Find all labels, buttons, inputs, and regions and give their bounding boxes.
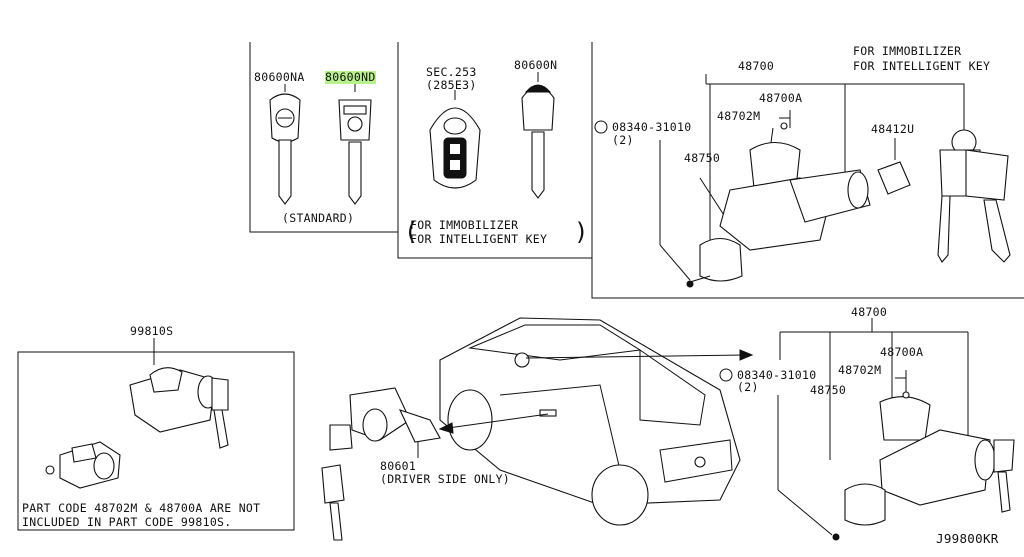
key-80600n-drawing <box>521 72 555 199</box>
part-label-bolt-bottom: 08340-31010 <box>737 368 817 382</box>
key-80600nd-drawing <box>338 84 372 205</box>
frame-lock-set <box>17 351 295 531</box>
ignition-set-bottom-drawing <box>777 318 1015 541</box>
label-sec253: SEC.253 <box>426 65 477 79</box>
paren-right: ) <box>574 218 589 246</box>
frame-immobilizer-set <box>591 42 1024 299</box>
part-label-48700a-bottom: 48700A <box>880 345 924 359</box>
car-drawing <box>439 317 741 526</box>
part-label-48702m-top: 48702M <box>717 109 761 123</box>
key-80600na-drawing <box>269 84 301 205</box>
part-label-80600nd[interactable]: 80600ND <box>325 70 376 84</box>
label-driver-side-only: (DRIVER SIDE ONLY) <box>380 472 511 486</box>
label-for-intelligent-key-right: FOR INTELLIGENT KEY <box>853 59 991 73</box>
frame-immobilizer-keys <box>397 42 592 259</box>
part-label-bolt-top: 08340-31010 <box>612 120 692 134</box>
lock-set-99810s-drawing <box>45 338 229 489</box>
label-for-immobilizer-right: FOR IMMOBILIZER <box>853 44 962 58</box>
part-label-80600n: 80600N <box>514 58 558 72</box>
part-label-48700a-top: 48700A <box>759 91 803 105</box>
frame-standard-keys <box>249 42 398 233</box>
part-label-bolt-qty-bottom: (2) <box>737 380 759 394</box>
part-label-48750-bottom: 48750 <box>810 383 847 397</box>
note-line-1: PART CODE 48702M & 48700A ARE NOT <box>22 501 261 515</box>
leader-arrows <box>438 349 754 434</box>
paren-left: ( <box>404 218 419 246</box>
immobilizer-ignition-set-drawing <box>659 74 1011 288</box>
note-line-2: INCLUDED IN PART CODE 99810S. <box>22 515 232 529</box>
part-label-80600na: 80600NA <box>254 70 305 84</box>
part-label-48750-top: 48750 <box>684 151 721 165</box>
part-label-99810s: 99810S <box>130 324 174 338</box>
intelligent-key-fob-drawing <box>429 90 481 189</box>
part-label-80601: 80601 <box>380 459 417 473</box>
label-for-intelligent-key-left: FOR INTELLIGENT KEY <box>410 232 548 246</box>
part-label-48700-bottom: 48700 <box>851 305 888 319</box>
label-standard: (STANDARD) <box>282 211 355 225</box>
label-for-immobilizer-left: FOR IMMOBILIZER <box>410 218 519 232</box>
part-label-48702m-bottom: 48702M <box>838 363 882 377</box>
door-lock-80601-drawing <box>321 387 441 541</box>
part-label-bolt-qty-top: (2) <box>612 133 634 147</box>
bolt-symbol-icon <box>594 120 733 382</box>
part-label-48700-top: 48700 <box>738 59 775 73</box>
part-label-48412u: 48412U <box>871 122 915 136</box>
diagram-code: J99800KR <box>936 531 999 546</box>
label-285e3: (285E3) <box>426 78 477 92</box>
